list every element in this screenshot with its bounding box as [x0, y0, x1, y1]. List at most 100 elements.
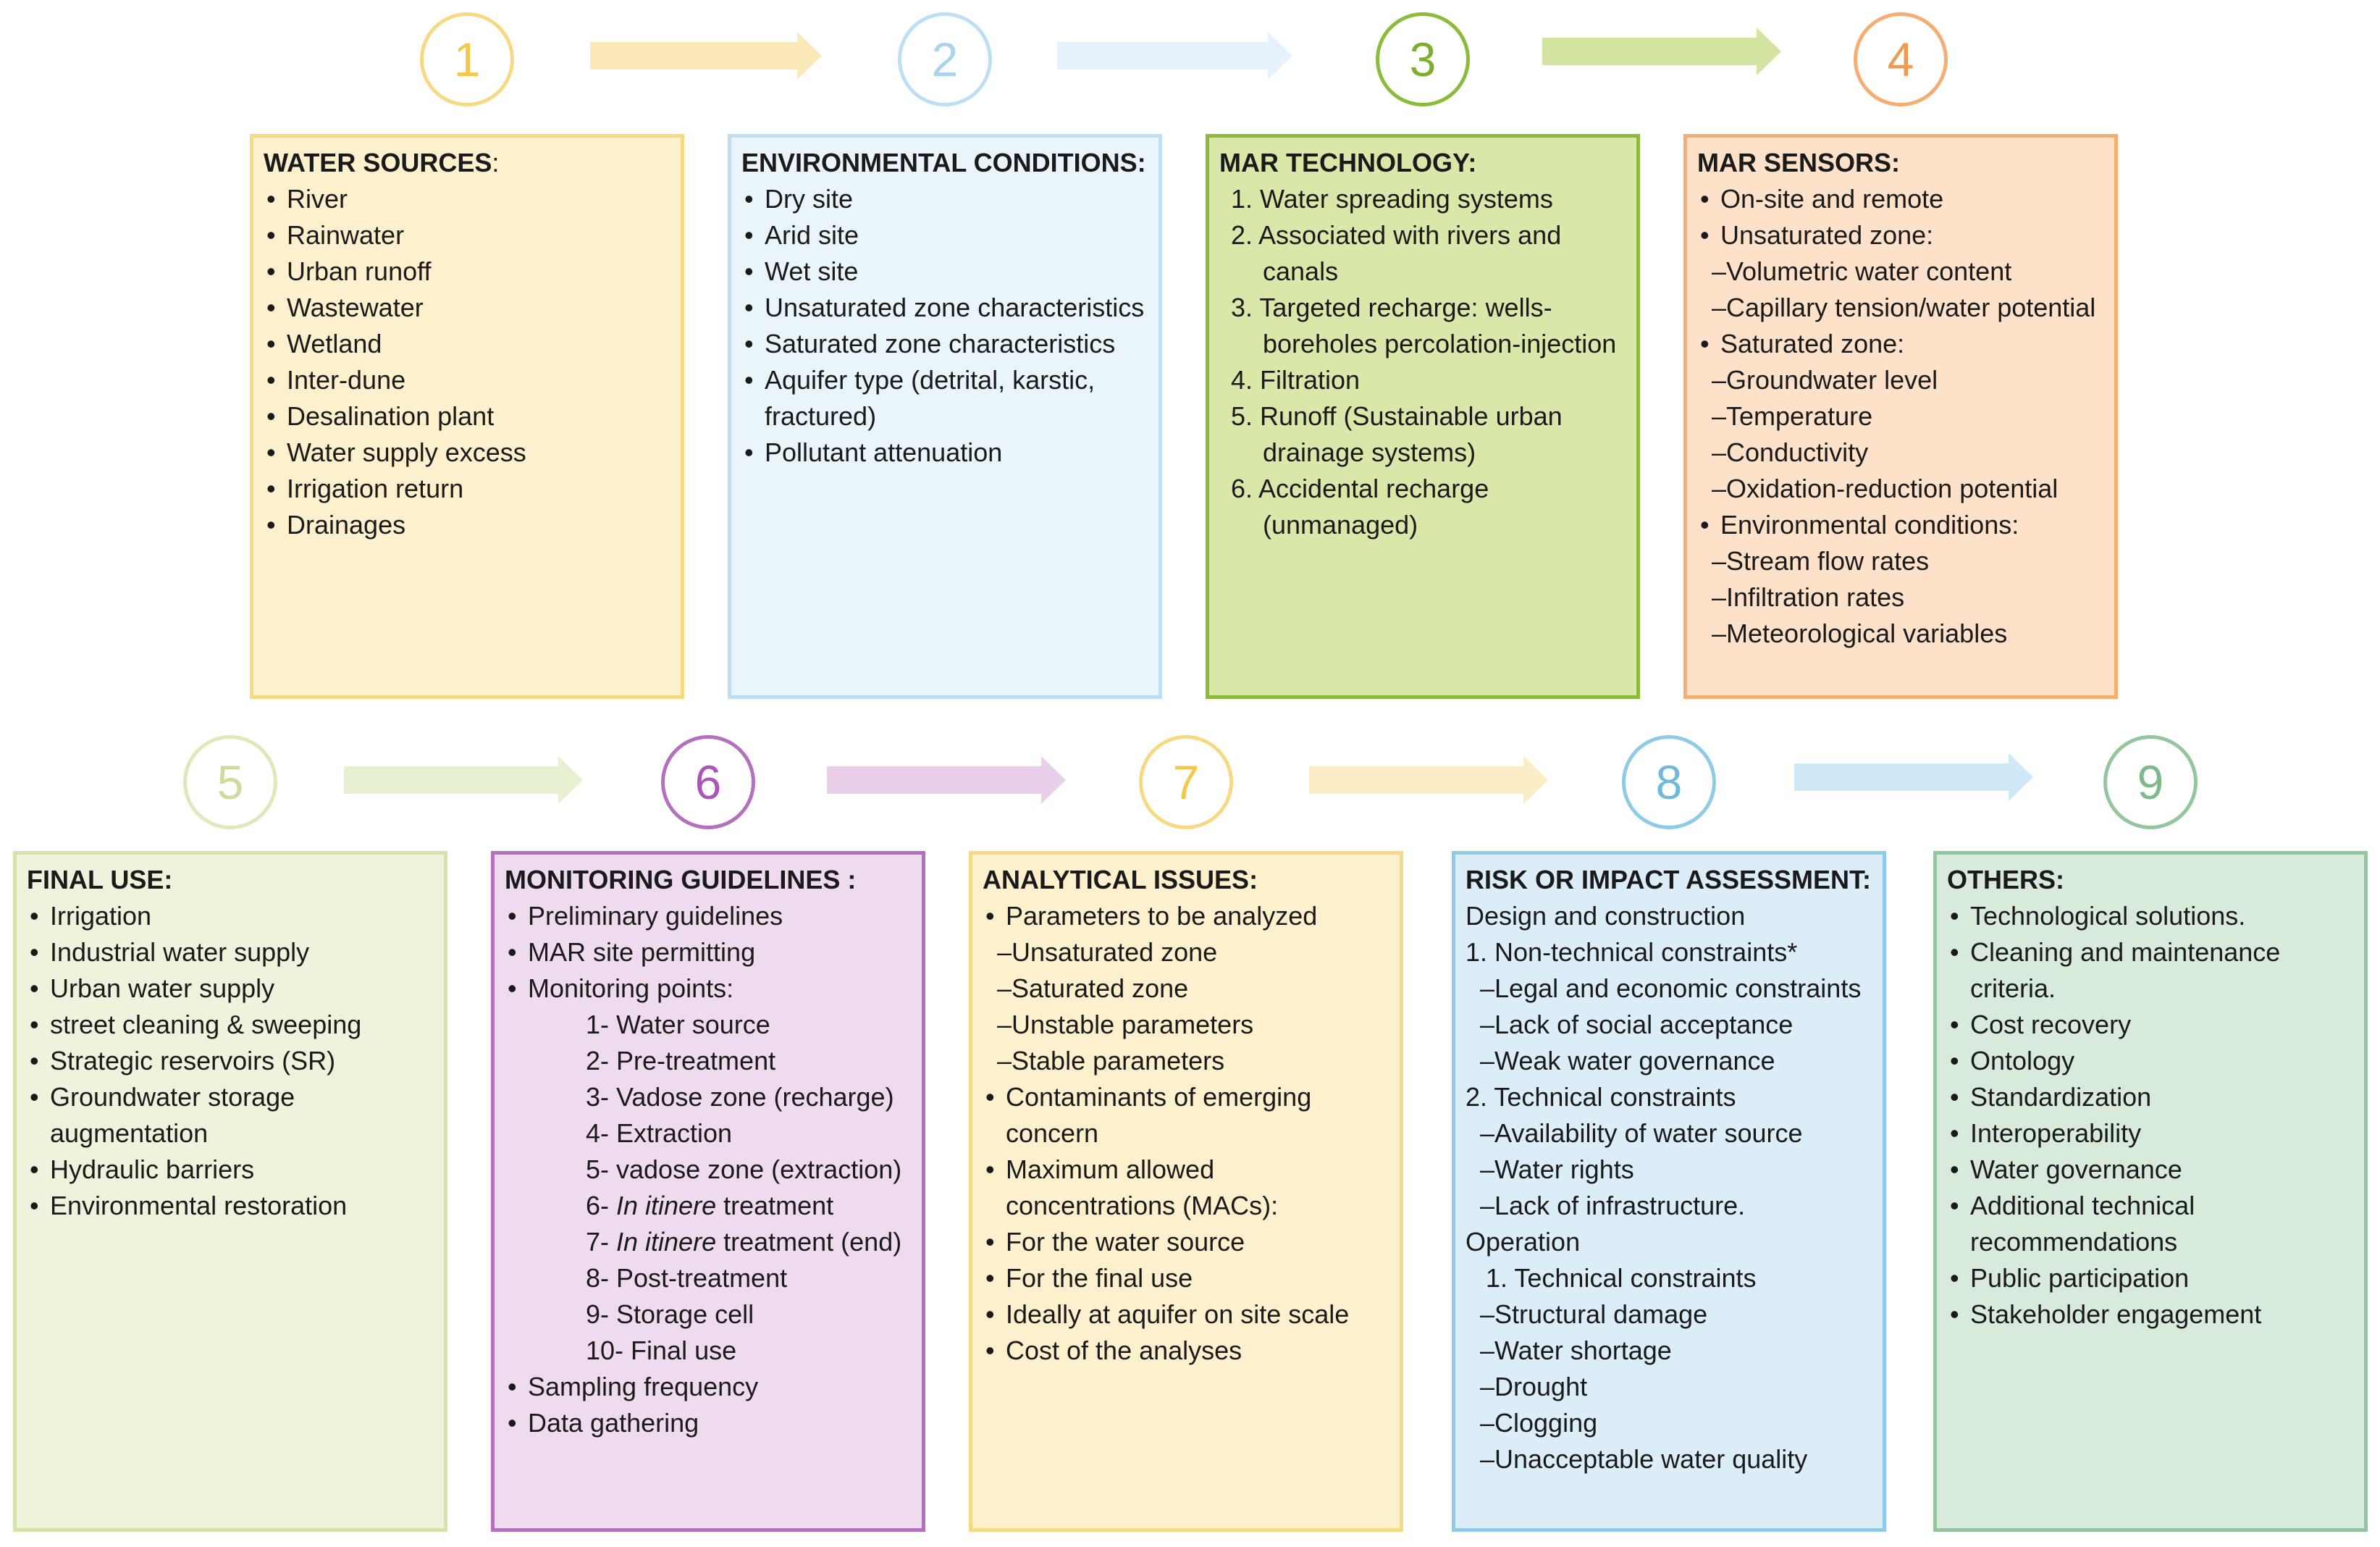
list-item: Additional technical recommendations — [1947, 1188, 2354, 1260]
flow-arrow — [827, 756, 1066, 804]
list-item: Wastewater — [264, 290, 670, 326]
list-item: Wetland — [264, 326, 670, 362]
list-item: Desalination plant — [264, 398, 670, 435]
step-box: FINAL USE:IrrigationIndustrial water sup… — [13, 851, 447, 1532]
list-item: Environmental conditions: — [1697, 507, 2104, 543]
step-title: RISK OR IMPACT ASSESSMENT: — [1466, 865, 1872, 894]
list-item: 1. Water spreading systems — [1231, 184, 1553, 214]
list-item: Technological solutions. — [1947, 898, 2354, 934]
list-item: –Temperature — [1712, 401, 1873, 431]
list-item: –Legal and economic constraints — [1480, 973, 1862, 1003]
list-item: 9- Storage cell — [586, 1299, 754, 1329]
list-item: MAR site permitting — [505, 934, 912, 970]
flow-arrow — [590, 32, 822, 80]
step-title: MAR SENSORS: — [1697, 148, 1901, 177]
list-item: Maximum allowed concentrations (MACs): — [983, 1152, 1389, 1224]
list-item: –Oxidation-reduction potential — [1712, 474, 2059, 503]
list-item: –Stream flow rates — [1712, 546, 1930, 576]
step-title: ANALYTICAL ISSUES: — [983, 865, 1258, 894]
step-item-list: Preliminary guidelinesMAR site permittin… — [505, 898, 912, 1441]
step-box: ANALYTICAL ISSUES: Parameters to be anal… — [969, 851, 1403, 1532]
list-item: –Infiltration rates — [1712, 582, 1905, 612]
step-box: MAR TECHNOLOGY: 1. Water spreading system… — [1206, 134, 1640, 699]
list-item: For the final use — [983, 1260, 1389, 1296]
step-number-circle: 1 — [420, 12, 514, 106]
list-item: 2- Pre-treatment — [586, 1046, 776, 1076]
list-item: Preliminary guidelines — [505, 898, 912, 934]
list-item: Dry site — [741, 181, 1148, 217]
list-item: Irrigation — [27, 898, 434, 934]
step-box: ENVIRONMENTAL CONDITIONS:Dry siteArid si… — [728, 134, 1162, 699]
step-number-circle: 9 — [2103, 735, 2198, 829]
list-item: 1. Technical constraints — [1486, 1263, 1757, 1293]
list-item: 6. Accidental recharge (unmanaged) — [1231, 474, 1489, 540]
step-number-circle: 7 — [1139, 735, 1233, 829]
list-item: Operation — [1466, 1227, 1581, 1257]
flow-arrow — [1794, 753, 2033, 801]
list-item: –Water shortage — [1480, 1336, 1672, 1365]
list-item: street cleaning & sweeping — [27, 1007, 434, 1043]
step-title: FINAL USE: — [27, 865, 173, 894]
list-item: Cost of the analyses — [983, 1333, 1389, 1369]
list-item: 7- In itinere treatment (end) — [586, 1227, 902, 1257]
list-item: On-site and remote — [1697, 181, 2104, 217]
list-item: –Weak water governance — [1480, 1046, 1775, 1076]
list-item: Sampling frequency — [505, 1369, 912, 1405]
list-item: Monitoring points: — [505, 970, 912, 1007]
list-item: Water governance — [1947, 1152, 2354, 1188]
list-item: –Unsaturated zone — [997, 937, 1218, 967]
list-item: 5- vadose zone (extraction) — [586, 1154, 902, 1184]
step-number-circle: 5 — [183, 735, 277, 829]
step-title: MONITORING GUIDELINES : — [505, 865, 857, 894]
step-box: MAR SENSORS: On-site and remoteUnsaturate… — [1683, 134, 2118, 699]
list-item: Hydraulic barriers — [27, 1152, 434, 1188]
step-box: OTHERS:Technological solutions.Cleaning … — [1933, 851, 2368, 1532]
list-item: Drainages — [264, 507, 670, 543]
list-item: –Stable parameters — [997, 1046, 1225, 1076]
list-item: –Unacceptable water quality — [1480, 1444, 1808, 1474]
flow-arrow — [1057, 32, 1292, 80]
list-item: Public participation — [1947, 1260, 2354, 1296]
list-item: For the water source — [983, 1224, 1389, 1260]
list-item: Ideally at aquifer on site scale — [983, 1296, 1389, 1333]
list-item: 10- Final use — [586, 1336, 737, 1365]
list-item: Urban runoff — [264, 253, 670, 290]
list-item: Urban water supply — [27, 970, 434, 1007]
list-item: 5. Runoff (Sustainable urban drainage sy… — [1231, 401, 1563, 467]
list-item: 4- Extraction — [586, 1118, 733, 1148]
list-item: 4. Filtration — [1231, 365, 1361, 395]
step-number-circle: 4 — [1854, 12, 1948, 106]
list-item: Interoperability — [1947, 1115, 2354, 1152]
list-item: 1. Non-technical constraints* — [1466, 937, 1798, 967]
flow-arrow — [344, 756, 583, 804]
list-item: Unsaturated zone: — [1697, 217, 2104, 253]
list-item: –Conductivity — [1712, 437, 1869, 467]
list-item: 2. Technical constraints — [1466, 1082, 1736, 1112]
list-item: Irrigation return — [264, 471, 670, 507]
step-item-list: RiverRainwaterUrban runoffWastewaterWetl… — [264, 181, 670, 543]
step-title: ENVIRONMENTAL CONDITIONS: — [741, 148, 1146, 177]
flow-arrow — [1309, 756, 1548, 804]
list-item: Pollutant attenuation — [741, 435, 1148, 471]
list-item: Design and construction — [1466, 901, 1746, 931]
list-item: Ontology — [1947, 1043, 2354, 1079]
list-item: Standardization — [1947, 1079, 2354, 1115]
step-item-list: On-site and remoteUnsaturated zone:–Volu… — [1697, 181, 2104, 652]
list-item: River — [264, 181, 670, 217]
list-item: Contaminants of emerging concern — [983, 1079, 1389, 1152]
list-item: Cleaning and maintenance criteria. — [1947, 934, 2354, 1007]
step-box: RISK OR IMPACT ASSESSMENT: Design and con… — [1452, 851, 1886, 1532]
step-item-list: Parameters to be analyzed–Unsaturated zo… — [983, 898, 1389, 1369]
list-item: –Water rights — [1480, 1154, 1634, 1184]
list-item: Rainwater — [264, 217, 670, 253]
step-number-circle: 2 — [898, 12, 992, 106]
list-item: –Lack of social acceptance — [1480, 1010, 1794, 1039]
list-item: Stakeholder engagement — [1947, 1296, 2354, 1333]
step-title: WATER SOURCES: — [264, 148, 500, 177]
list-item: Groundwater storage augmentation — [27, 1079, 434, 1152]
list-item: Unsaturated zone characteristics — [741, 290, 1148, 326]
list-item: 3- Vadose zone (recharge) — [586, 1082, 894, 1112]
step-title: MAR TECHNOLOGY: — [1219, 148, 1477, 177]
list-item: Saturated zone characteristics — [741, 326, 1148, 362]
